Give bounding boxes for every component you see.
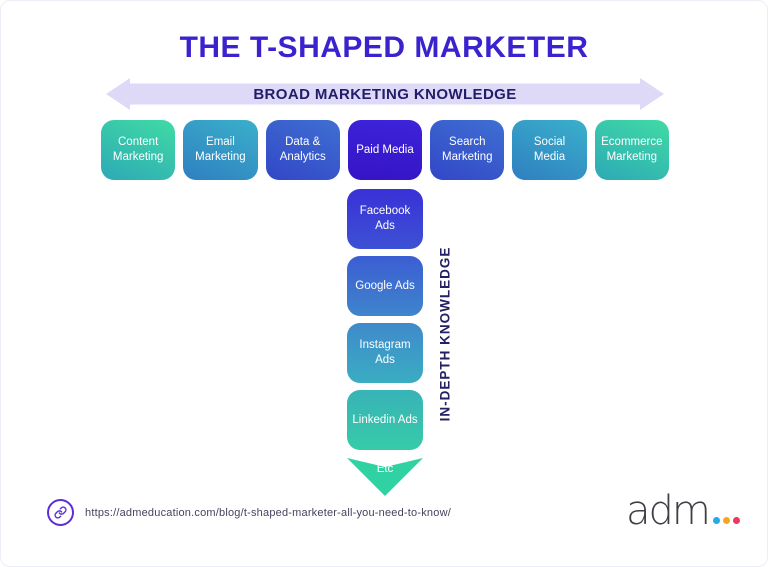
link-icon[interactable]	[47, 499, 74, 526]
skill-box-paid-media: Paid Media	[347, 120, 423, 180]
skill-box-data-analytics: Data & Analytics	[265, 120, 340, 180]
skill-box-social-media: Social Media	[512, 120, 587, 180]
logo-dot-yellow	[722, 516, 730, 524]
logo-dot-blue	[712, 516, 720, 524]
skill-box-label: Facebook Ads	[359, 205, 411, 232]
skill-box-content-marketing: Content Marketing	[101, 120, 176, 180]
skill-box-linkedin-ads: Linkedin Ads	[347, 390, 423, 450]
source-url[interactable]: https://admeducation.com/blog/t-shaped-m…	[85, 506, 451, 519]
adm-logo-text: adm	[626, 488, 711, 534]
skill-box-label: Ecommerce Marketing	[601, 136, 663, 163]
skill-box-label: Instagram Ads	[359, 339, 411, 366]
skill-box-email-marketing: Email Marketing	[183, 120, 258, 180]
down-arrow-icon	[347, 458, 423, 496]
skill-box-label: Content Marketing	[112, 136, 164, 163]
chain-link-icon	[54, 506, 67, 519]
etc-label: Etc	[376, 463, 394, 475]
skill-box-facebook-ads: Facebook Ads	[347, 189, 423, 249]
depth-skills-column: Facebook Ads Google Ads Instagram Ads Li…	[347, 189, 423, 496]
in-depth-knowledge-label: IN-DEPTH KNOWLEDGE	[437, 246, 453, 422]
skill-box-google-ads: Google Ads	[347, 256, 423, 316]
skill-box-label: Social Media	[533, 136, 566, 163]
broad-skills-row: Content Marketing Email Marketing Data &…	[101, 120, 669, 180]
broad-knowledge-arrow: BROAD MARKETING KNOWLEDGE	[106, 78, 664, 110]
double-arrow-icon	[106, 78, 664, 110]
skill-box-label: Paid Media	[356, 143, 414, 156]
skill-box-ecommerce-marketing: Ecommerce Marketing	[594, 120, 669, 180]
adm-logo-dots	[712, 516, 740, 524]
skill-box-instagram-ads: Instagram Ads	[347, 323, 423, 383]
skill-box-label: Data & Analytics	[279, 136, 326, 163]
skill-box-label: Linkedin Ads	[352, 413, 418, 426]
skill-box-search-marketing: Search Marketing	[430, 120, 505, 180]
skill-box-label: Google Ads	[355, 279, 415, 292]
page-title: THE T-SHAPED MARKETER	[179, 31, 589, 64]
skill-box-label: Search Marketing	[442, 136, 493, 163]
adm-logo: adm	[626, 488, 740, 534]
skill-box-label: Email Marketing	[195, 136, 246, 163]
etc-arrow: Etc	[347, 458, 423, 496]
source-link-row: https://admeducation.com/blog/t-shaped-m…	[47, 499, 451, 526]
broad-knowledge-label: BROAD MARKETING KNOWLEDGE	[253, 85, 517, 103]
logo-dot-red	[732, 516, 740, 524]
